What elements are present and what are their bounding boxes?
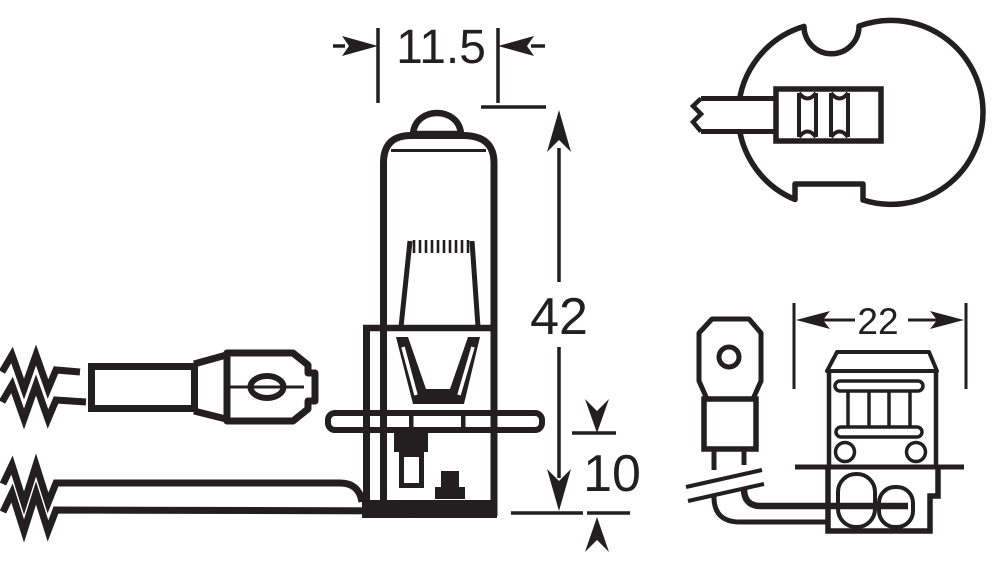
ring-terminal (685, 316, 908, 525)
pinch-foil (396, 337, 480, 404)
pinch-foil-slit (457, 346, 475, 396)
arrow-up-icon (585, 517, 609, 552)
solder-lug (877, 485, 915, 529)
arrow-down-icon (585, 399, 609, 433)
base-rivet (833, 440, 857, 464)
arrow-left-icon (796, 311, 830, 329)
dimension-label-length: 42 (530, 288, 588, 346)
crimp-detail (797, 91, 850, 139)
dimension-label-base-depth: 10 (583, 445, 641, 503)
break-slash (685, 468, 763, 489)
base-rivet (904, 440, 928, 464)
dimension-label-flange: 22 (857, 301, 898, 342)
terminal-sleeve (88, 363, 198, 412)
dimension-flange: 22 (792, 301, 968, 389)
glass-tip-nipple (409, 109, 465, 138)
base-weld-bump (441, 471, 459, 487)
base-bottom-view (689, 17, 986, 208)
bulb-flange (325, 410, 545, 433)
base-weld-bump (435, 487, 465, 499)
base-body (795, 350, 964, 534)
cage-bottom-bar (834, 425, 924, 439)
base-cap (825, 350, 939, 373)
pinch-foil-slit (401, 346, 418, 396)
arrow-left-icon (498, 36, 534, 56)
crimp-connector (773, 86, 884, 144)
arrow-right-icon (342, 36, 378, 56)
glass-envelope (380, 132, 498, 516)
break-slash (687, 482, 765, 503)
filament-support (469, 240, 481, 328)
solder-lug (836, 472, 877, 529)
arrow-down-icon (547, 469, 571, 511)
break-gap (686, 472, 762, 501)
filament (398, 240, 481, 328)
dimension-length: 42 (481, 105, 588, 515)
bulb-side-view (0, 109, 545, 543)
cage-bars (846, 391, 912, 427)
lead-wire-lower (0, 481, 411, 543)
base-lower-outline (825, 469, 941, 534)
base-side-view: 22 (685, 301, 968, 534)
flange-divider (409, 412, 414, 431)
spade-terminal (0, 344, 319, 430)
arrow-right-icon (930, 311, 964, 329)
dimension-base-depth: 10 (572, 399, 641, 552)
wire-mask (695, 96, 779, 134)
arrow-up-icon (547, 110, 571, 152)
ring-terminal-hole (716, 344, 742, 370)
base-contact-slot (399, 452, 424, 488)
terminal-wire-lower (0, 374, 87, 430)
terminal-wire-upper (0, 344, 81, 400)
dimension-label-width: 11.5 (396, 21, 486, 74)
lead-wire-upper (0, 453, 366, 515)
flange-divider (461, 412, 466, 431)
crimp-barrel (701, 396, 759, 452)
cage-top-bar (833, 379, 925, 393)
base-contact-block (394, 432, 428, 452)
dimension-width: 11.5 (333, 21, 545, 103)
wire-torn-end (689, 96, 705, 133)
filament-support (398, 240, 413, 328)
